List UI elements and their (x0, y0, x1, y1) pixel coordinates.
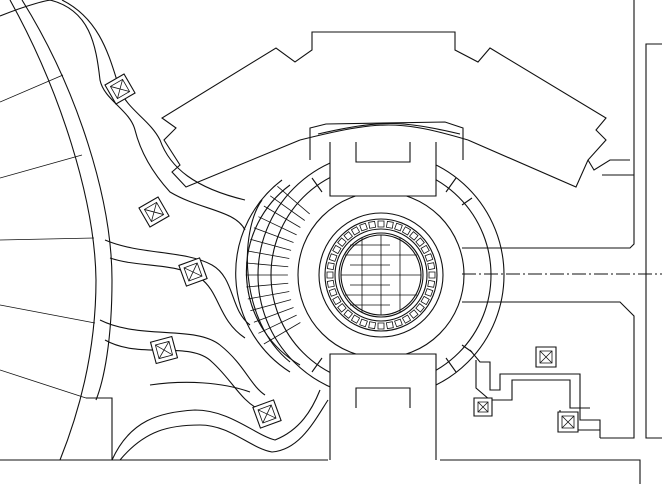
paving-block (369, 322, 376, 329)
planter-box-icon (105, 74, 135, 104)
stair-tread (277, 186, 309, 214)
stair-tread (246, 263, 288, 267)
paving-block (402, 315, 410, 323)
paving-block (338, 304, 346, 312)
paving-block (333, 245, 341, 253)
paving-block (425, 254, 433, 262)
stair-treads (246, 186, 310, 344)
paving-block (421, 245, 429, 253)
paving-block (369, 221, 376, 228)
planter-box-icon (139, 197, 169, 227)
paving-block (429, 272, 435, 278)
planters (105, 74, 578, 432)
stair-tread (264, 206, 300, 228)
paving-block (402, 227, 410, 235)
paving-block (360, 319, 368, 327)
main-building (162, 32, 630, 187)
paving-block (329, 254, 337, 262)
paving-block (360, 223, 368, 231)
stair-tread (258, 217, 296, 235)
paving-block (386, 221, 393, 228)
paving-block (344, 232, 352, 240)
winding-paths (50, 0, 328, 460)
stair-tread (248, 251, 289, 258)
planter-box-icon (558, 412, 578, 432)
paving-block (327, 280, 334, 287)
paving-block (416, 238, 424, 246)
paving-block (338, 238, 346, 246)
circular-plaza (258, 142, 504, 460)
stair-tread (258, 315, 296, 333)
paving-block (410, 232, 418, 240)
curved-stairs (236, 180, 310, 372)
fan-lawn (0, 0, 112, 460)
paving-block (327, 272, 333, 278)
stair-tread (248, 291, 289, 298)
paving-block (378, 221, 384, 227)
paving-block (386, 322, 393, 329)
paving-block (378, 323, 384, 329)
stair-tread (254, 307, 294, 322)
paving-block (428, 280, 435, 287)
planter-box-icon (151, 337, 178, 364)
paving-block (395, 223, 403, 231)
planter-box-icon (474, 398, 492, 416)
stair-tread (270, 196, 305, 221)
paving-block (327, 263, 334, 270)
paving-block (395, 319, 403, 327)
stair-tread (250, 239, 291, 250)
planter-box-icon (536, 347, 556, 367)
stair-tread (254, 228, 294, 243)
paving-block (329, 289, 337, 297)
paving-block (416, 304, 424, 312)
paving-block (428, 263, 435, 270)
paving-block (410, 310, 418, 318)
paving-block (351, 315, 359, 323)
paving-block (351, 227, 359, 235)
paving-block (344, 310, 352, 318)
paving-block (421, 296, 429, 304)
stair-tread (250, 300, 291, 311)
stair-tread (246, 283, 288, 287)
ring-paving-blocks (327, 221, 435, 329)
planter-box-icon (179, 258, 207, 286)
stepped-path (470, 350, 600, 438)
planter-box-icon (253, 400, 281, 428)
paving-block (425, 289, 433, 297)
paving-block (333, 296, 341, 304)
